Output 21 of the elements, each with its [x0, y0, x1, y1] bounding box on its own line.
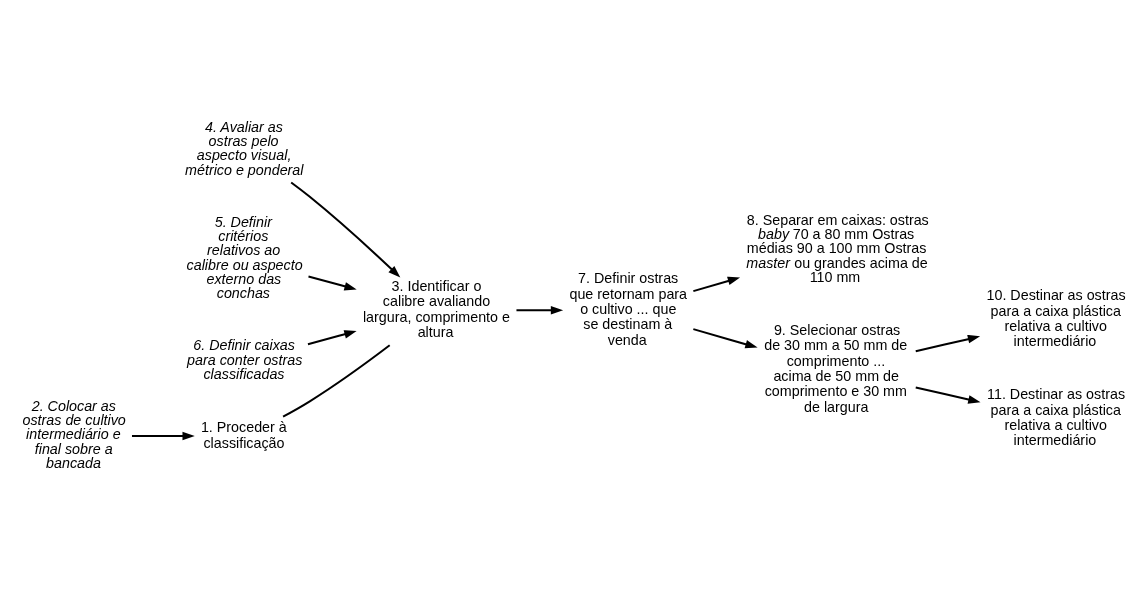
- arrow: [132, 431, 195, 440]
- arrow: [915, 386, 981, 404]
- node-text: 7. Definir ostras que retornam para o cultivo ... que se destinam à venda: [569, 269, 688, 348]
- node-text: 8. Separar em caixas: ostras baby 70 a 80 mm Ostras médias 90 a 100 mm Ostras master ou grandes acima de 110 mm: [746, 211, 929, 285]
- node-text: 5. Definir critérios relativos ao calibre ou aspecto externo das conchas: [186, 213, 303, 301]
- arrow: [516, 305, 564, 315]
- arrow: [290, 181, 401, 277]
- node-text: 6. Definir caixas para conter ostras classificadas: [187, 336, 303, 382]
- arrow: [307, 329, 357, 345]
- node-text: 10. Destinar as ostras para a caixa plástica relativa a cultivo intermediário: [986, 286, 1126, 349]
- node-text: 4. Avaliar as ostras pelo aspecto visual, métrico e ponderal: [185, 118, 304, 178]
- node-text: 2. Colocar as ostras de cultivo intermediário e final sobre a bancada: [22, 397, 126, 471]
- node-text: 11. Destinar as ostras para a caixa plástica relativa a cultivo intermediário: [987, 385, 1126, 448]
- node-text: 1. Proceder à classificação: [200, 418, 287, 450]
- arrow: [693, 327, 758, 348]
- arrow: [693, 276, 741, 292]
- connector: [282, 343, 391, 417]
- arrow: [915, 334, 981, 352]
- node-text: 9. Selecionar ostras de 30 mm a 50 mm de comprimento ... acima de 50 mm de comprimento e 30 mm de largura: [764, 321, 908, 415]
- arrow: [308, 275, 357, 290]
- node-text: 3. Identificar o calibre avaliando largura, comprimento e altura: [362, 277, 510, 340]
